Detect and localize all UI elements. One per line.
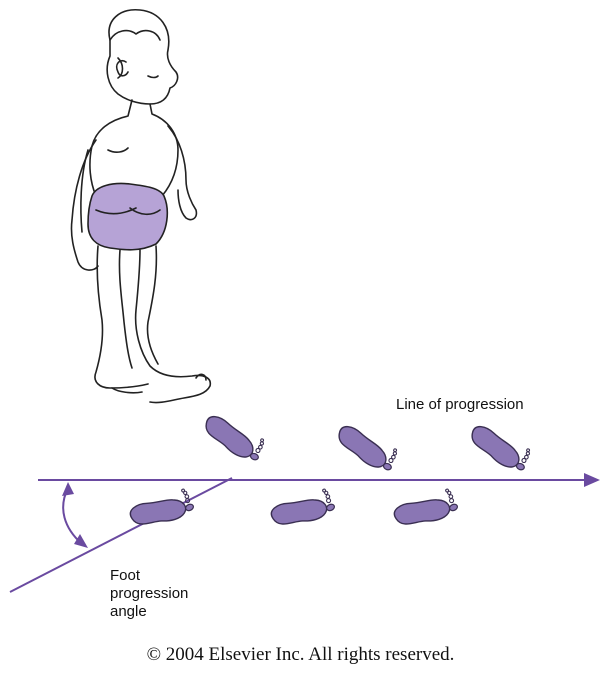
copyright-notice: © 2004 Elsevier Inc. All rights reserved…	[0, 644, 601, 666]
footprint-icon	[392, 485, 459, 536]
curved-double-arrow-icon	[62, 482, 88, 548]
footprint-icon	[465, 424, 532, 473]
footprint-icon	[128, 485, 195, 536]
foot-progression-angle-label-line3: angle	[110, 603, 230, 621]
footprint-icon	[269, 485, 336, 536]
footprint-icon	[199, 414, 266, 463]
child-walking-illustration	[71, 10, 210, 403]
diaper	[88, 184, 167, 250]
footprint-icon	[332, 424, 399, 473]
foot-progression-angle-label-line1: Foot	[110, 567, 230, 585]
line-of-progression	[38, 473, 600, 487]
line-of-progression-label: Line of progression	[396, 396, 524, 414]
foot-progression-angle-label-line2: progression	[110, 585, 230, 603]
foot-progression-angle-label: Foot progression angle	[110, 567, 230, 621]
arrowhead-icon	[584, 473, 600, 487]
